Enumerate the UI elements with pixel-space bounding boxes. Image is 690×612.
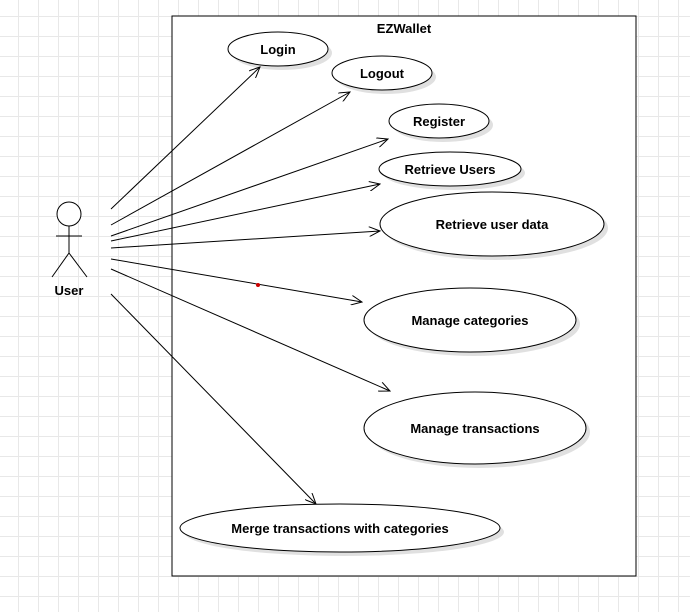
connection-point-marker — [256, 283, 260, 287]
use-case-logout-label: Logout — [360, 66, 405, 81]
use-case-retrieve-users-ellipse[interactable] — [378, 151, 522, 187]
use-case-register-label: Register — [413, 114, 465, 129]
use-case-register[interactable]: Register — [388, 103, 493, 142]
use-case-manage-transactions-ellipse[interactable] — [363, 391, 587, 465]
use-case-retrieve-user-data-label: Retrieve user data — [436, 217, 549, 232]
system-title: EZWallet — [377, 21, 432, 36]
use-case-retrieve-users[interactable]: Retrieve Users — [378, 151, 525, 190]
use-case-manage-categories-ellipse[interactable] — [363, 287, 577, 353]
use-case-merge-transactions-label: Merge transactions with categories — [231, 521, 448, 536]
use-case-login-label: Login — [260, 42, 295, 57]
use-case-logout-ellipse[interactable] — [331, 55, 433, 91]
use-case-merge-transactions-ellipse[interactable] — [179, 503, 501, 553]
actor-head — [56, 201, 82, 227]
actor-label: User — [55, 283, 84, 298]
association-logout[interactable] — [110, 92, 350, 226]
association-manage-categories[interactable] — [110, 258, 362, 302]
use-case-retrieve-user-data[interactable]: Retrieve user data — [379, 191, 608, 260]
use-case-manage-transactions-label: Manage transactions — [410, 421, 539, 436]
association-retrieve-user-data[interactable] — [110, 231, 380, 249]
use-case-login[interactable]: Login — [227, 31, 332, 70]
use-case-retrieve-user-data-ellipse[interactable] — [379, 191, 605, 257]
actor-left-leg — [51, 252, 70, 278]
association-manage-transactions[interactable] — [110, 268, 390, 391]
association-retrieve-users[interactable] — [110, 184, 380, 242]
association-register[interactable] — [110, 139, 388, 237]
use-case-manage-categories[interactable]: Manage categories — [363, 287, 580, 356]
use-case-merge-transactions-with-categories[interactable]: Merge transactions with categories — [179, 503, 504, 556]
use-case-login-ellipse[interactable] — [227, 31, 329, 67]
associations — [110, 67, 390, 504]
use-case-logout[interactable]: Logout — [331, 55, 436, 94]
use-case-retrieve-users-label: Retrieve Users — [404, 162, 495, 177]
actor-right-leg — [68, 252, 88, 278]
use-case-register-ellipse[interactable] — [388, 103, 490, 139]
actor-user[interactable]: User — [51, 201, 88, 298]
association-merge-transactions[interactable] — [110, 293, 316, 504]
use-case-manage-transactions[interactable]: Manage transactions — [363, 391, 590, 468]
association-login[interactable] — [110, 67, 260, 210]
use-case-manage-categories-label: Manage categories — [411, 313, 528, 328]
